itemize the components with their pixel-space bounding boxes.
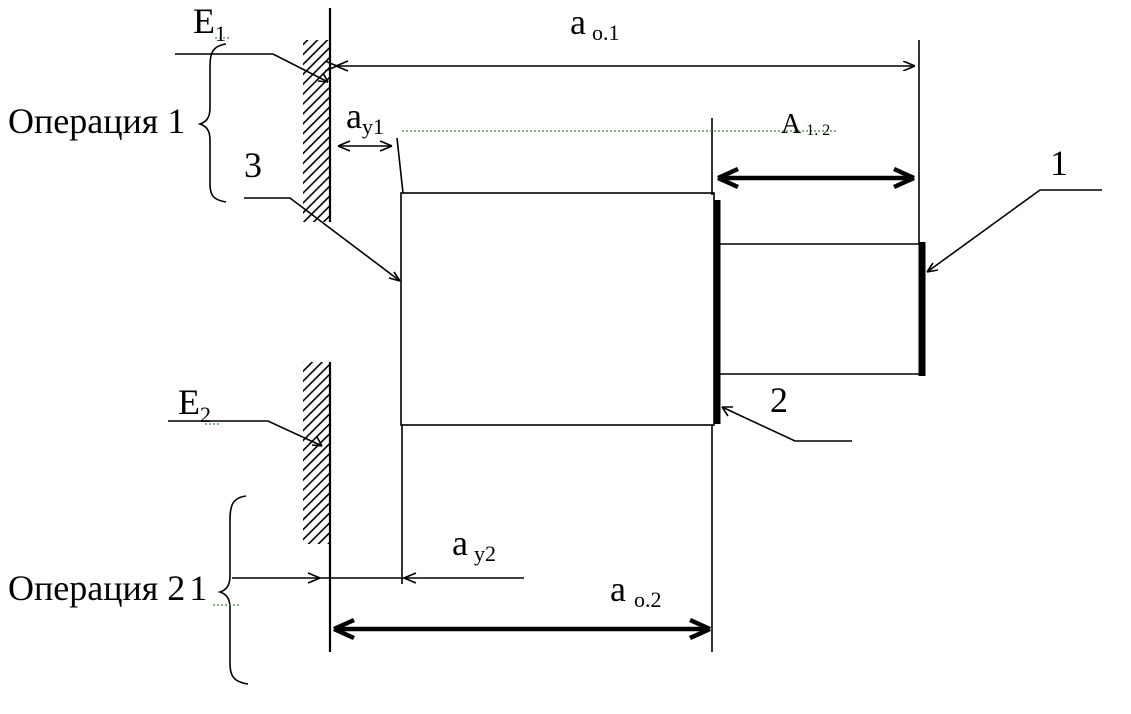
workpiece-large-step bbox=[400, 192, 715, 426]
leader-e2 bbox=[168, 420, 323, 447]
label-number-1: 1 bbox=[1050, 143, 1068, 183]
base-surface-2 bbox=[303, 362, 332, 652]
brace-operation-1 bbox=[197, 43, 227, 203]
label-operation-1: Операция 1 bbox=[8, 101, 185, 141]
dimension-ay2 bbox=[232, 572, 524, 584]
leader-1 bbox=[926, 189, 1102, 273]
label-number-3: 3 bbox=[244, 145, 262, 185]
label-ay1: aу1 bbox=[346, 96, 384, 139]
leader-2 bbox=[721, 406, 852, 442]
dimension-ay1 bbox=[337, 140, 393, 152]
dimension-a12 bbox=[717, 166, 915, 190]
brace-operation-2 bbox=[217, 495, 249, 685]
workpiece-small-step bbox=[716, 243, 921, 375]
label-e1: E1 bbox=[193, 1, 226, 46]
leader-e1 bbox=[175, 53, 329, 83]
label-e2: E2 bbox=[178, 382, 211, 427]
base-surface-1 bbox=[303, 8, 332, 222]
leader-3 bbox=[244, 197, 401, 282]
label-number-2: 2 bbox=[770, 380, 788, 420]
dimension-ao2 bbox=[333, 617, 711, 641]
